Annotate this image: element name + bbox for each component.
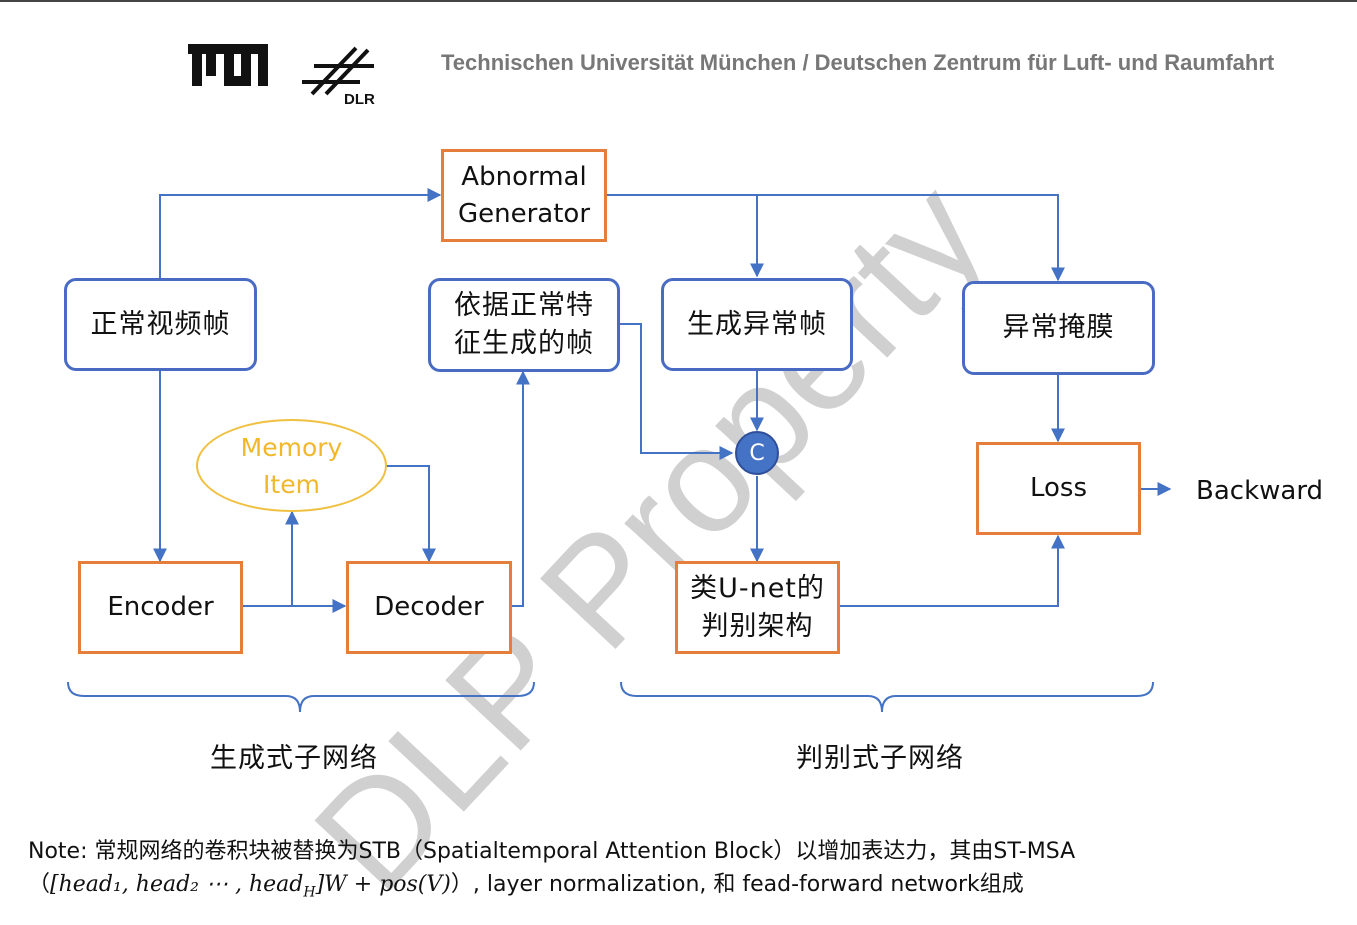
brace-generator-subnet — [67, 681, 535, 713]
dlr-emblem-icon — [302, 46, 374, 96]
decoder-label: Decoder — [374, 592, 484, 622]
backward-label: Backward — [1196, 476, 1324, 506]
loss-box: Loss — [976, 442, 1141, 535]
unet-discriminator-line2: 判别架构 — [701, 610, 814, 642]
loss-label: Loss — [1029, 473, 1088, 503]
note-formula-sub: H — [303, 884, 316, 901]
generated-frame-box: 依据正常特 征生成的帧 — [428, 278, 620, 372]
concat-node: C — [735, 431, 779, 475]
dlr-logo-text: DLR — [344, 91, 375, 108]
edge-generator-to-mask — [757, 194, 1065, 282]
encoder-label: Encoder — [107, 592, 214, 622]
note-formula-rest: ]W + pos(V) — [315, 872, 451, 897]
edge-generated-to-concat — [620, 323, 734, 460]
generated-frame-line1: 依据正常特 — [454, 290, 594, 321]
edge-unet-to-loss — [839, 534, 1065, 607]
edge-generator-to-abnormal-frame — [606, 194, 764, 278]
edge-memory-to-decoder — [386, 465, 436, 563]
edge-decoder-to-generated-frame — [511, 370, 530, 607]
abnormal-mask-box: 异常掩膜 — [962, 281, 1155, 375]
unet-discriminator-box: 类U-net的 判别架构 — [675, 561, 840, 654]
note-line2-prefix: （ — [28, 872, 51, 897]
note-line2-suffix: ）, layer normalization, 和 fead-forward n… — [450, 872, 1024, 897]
brace-discriminator-subnet — [620, 681, 1154, 713]
abnormal-generator-line2: Generator — [457, 198, 591, 229]
concat-label: C — [749, 440, 765, 466]
abnormal-generator-box: Abnormal Generator — [441, 149, 607, 242]
abnormal-mask-label: 异常掩膜 — [1002, 312, 1115, 343]
normal-frame-box: 正常视频帧 — [64, 278, 257, 371]
abnormal-frame-label: 生成异常帧 — [687, 308, 827, 340]
edge-normal-to-generator — [159, 188, 442, 278]
abnormal-frame-box: 生成异常帧 — [661, 278, 853, 371]
note-formula: [head₁, head₂ ⋯ , headH]W + pos(V) — [50, 872, 451, 901]
generator-subnet-label: 生成式子网络 — [210, 743, 378, 774]
institution-title: Technischen Universität München / Deutsc… — [441, 50, 1275, 75]
note-formula-main: [head₁, head₂ ⋯ , head — [50, 872, 304, 897]
memory-item-line2: Item — [263, 469, 320, 499]
generated-frame-line2: 征生成的帧 — [454, 328, 594, 359]
encoder-box: Encoder — [78, 561, 243, 654]
tum-logo — [188, 44, 268, 86]
decoder-box: Decoder — [346, 561, 512, 654]
dlr-logo: DLR — [300, 44, 380, 108]
note-line1: Note: 常规网络的卷积块被替换为STB（Spatialtemporal At… — [28, 839, 1076, 864]
unet-discriminator-line1: 类U-net的 — [690, 572, 825, 604]
discriminator-subnet-label: 判别式子网络 — [796, 743, 964, 774]
top-rule — [0, 0, 1357, 2]
memory-item-line1: Memory — [240, 432, 343, 462]
memory-item-ellipse: Memory Item — [196, 419, 387, 512]
abnormal-generator-line1: Abnormal — [461, 161, 587, 192]
note-line2: （[head₁, head₂ ⋯ , headH]W + pos(V)）, la… — [28, 866, 1024, 900]
normal-frame-label: 正常视频帧 — [90, 308, 231, 340]
